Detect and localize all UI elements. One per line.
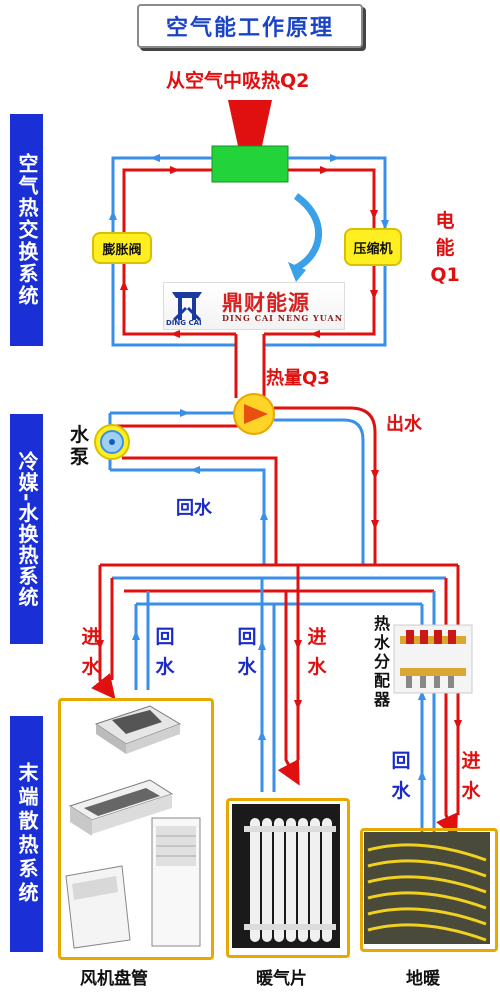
- page-title: 空气能工作原理: [137, 4, 363, 48]
- company-logo: 鼎财能源 DING CAI NENG YUAN DING CAI: [163, 282, 345, 330]
- radiator-frame: [226, 798, 350, 958]
- section-water-exchange: 冷媒-水换热系统: [10, 414, 43, 644]
- heat-intake-funnel: [228, 100, 272, 146]
- expansion-valve-label: 膨胀阀: [92, 232, 152, 264]
- compressor-label: 压缩机: [344, 228, 402, 266]
- floor-return-label: 回水: [391, 750, 411, 802]
- heat-q3-label: 热量Q3: [266, 368, 330, 389]
- electric-energy-label: 电能Q1: [430, 210, 460, 286]
- radiator-return-label: 回水: [237, 626, 257, 678]
- cycle-arrow: [293, 193, 323, 272]
- evaporator-block: [211, 145, 289, 183]
- fan-coil-units: [65, 705, 201, 949]
- manifold-icon: [393, 624, 473, 694]
- logo-brand-small: DING CAI: [166, 319, 202, 327]
- logo-mark-icon: [168, 286, 206, 326]
- fan-coil-frame: [58, 698, 214, 960]
- logo-name-cn: 鼎财能源: [222, 291, 310, 315]
- manifold-label: 热水分配器: [374, 614, 391, 709]
- floor-heating-label: 地暖: [406, 969, 440, 989]
- heat-source-label: 从空气中吸热Q2: [166, 70, 310, 92]
- logo-name-en: DING CAI NENG YUAN: [222, 313, 344, 323]
- fan-coil-label: 风机盘管: [80, 969, 148, 989]
- distribution-headers: [100, 563, 458, 606]
- floor-heating-unit: [364, 832, 490, 944]
- floor-heating-frame: [360, 828, 498, 952]
- floor-inlet-label: 进水: [461, 750, 481, 802]
- fan-coil-return-label: 回水: [155, 626, 175, 678]
- refrigerant-loop: [111, 156, 387, 398]
- fan-coil-inlet-label: 进水: [81, 626, 101, 678]
- water-pump-label: 水泵: [70, 424, 90, 468]
- return-label-main: 回水: [176, 498, 212, 519]
- radiator-inlet-label: 进水: [307, 626, 327, 678]
- flow-chevrons-blue: [109, 154, 426, 780]
- outlet-label: 出水: [386, 414, 422, 435]
- radiator-unit: [232, 804, 340, 948]
- radiator-label: 暖气片: [256, 969, 307, 989]
- section-terminal: 末端散热系统: [10, 716, 43, 952]
- section-air-exchange: 空气热交换系统: [10, 114, 43, 346]
